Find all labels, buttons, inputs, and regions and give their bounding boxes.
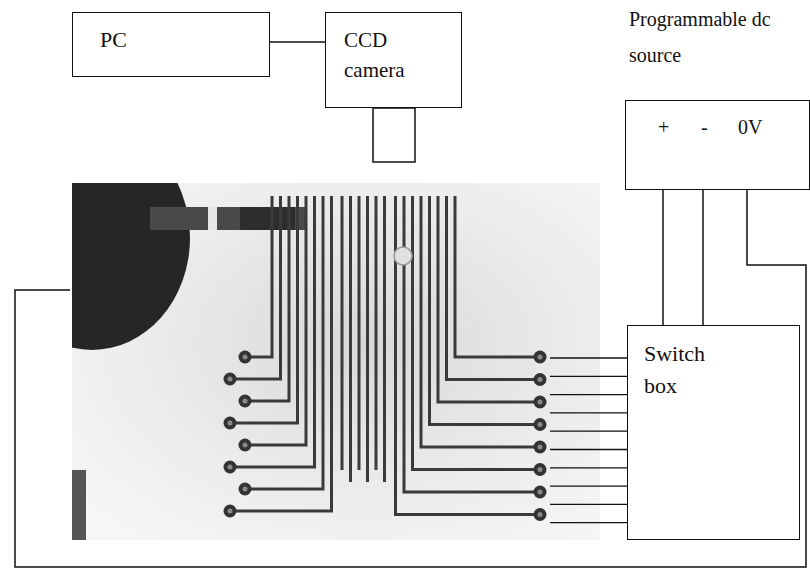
computer-box: PC bbox=[72, 12, 270, 77]
electrode-trace bbox=[366, 196, 369, 482]
electrode-trace bbox=[421, 196, 540, 447]
electrode-trace bbox=[245, 196, 289, 401]
electrode-pad bbox=[224, 461, 237, 474]
pad-wire bbox=[550, 394, 627, 395]
pad-center bbox=[538, 422, 543, 427]
electrode-pad bbox=[534, 508, 547, 521]
pad-center bbox=[243, 399, 248, 404]
electrode-pad bbox=[224, 505, 237, 518]
electrode-pad bbox=[239, 483, 252, 496]
dc-source-box: Programmable dc source+-0V bbox=[625, 100, 810, 190]
terminal-label: + bbox=[658, 115, 669, 139]
wire-connector bbox=[662, 190, 664, 325]
pad-center bbox=[538, 490, 543, 495]
pad-center bbox=[228, 465, 233, 470]
electrode-pad bbox=[239, 395, 252, 408]
pad-center bbox=[538, 377, 543, 382]
pad-wire bbox=[550, 357, 627, 358]
electrode-trace bbox=[455, 196, 540, 357]
electrode-trace bbox=[375, 196, 378, 470]
node-label: CCD camera bbox=[344, 25, 428, 86]
electrode-trace bbox=[413, 196, 541, 470]
electrode-pad bbox=[534, 441, 547, 454]
electrode-trace bbox=[404, 196, 540, 492]
electrode-trace bbox=[447, 196, 541, 380]
electrode-trace bbox=[349, 196, 352, 482]
pad-center bbox=[243, 355, 248, 360]
pad-wire bbox=[550, 376, 627, 377]
ground-wire bbox=[15, 162, 806, 567]
electrode-trace bbox=[396, 196, 541, 515]
wire-connector bbox=[702, 190, 704, 325]
node-label: Programmable dc source bbox=[629, 1, 794, 73]
pad-wire bbox=[550, 431, 627, 432]
camera-box: CCD camera bbox=[325, 12, 462, 108]
terminal-label: 0V bbox=[738, 115, 762, 139]
electrode-pad bbox=[534, 373, 547, 386]
electrode-trace bbox=[358, 196, 361, 470]
pad-wire bbox=[550, 504, 627, 505]
pad-center bbox=[538, 512, 543, 517]
pad-center bbox=[538, 467, 543, 472]
electrode-pad bbox=[224, 417, 237, 430]
pad-wire bbox=[550, 467, 627, 468]
electrode-trace bbox=[438, 196, 540, 402]
droplet bbox=[394, 247, 412, 265]
pad-wire bbox=[550, 412, 627, 413]
pad-center bbox=[538, 355, 543, 360]
pad-wire bbox=[550, 449, 627, 450]
pad-wire bbox=[550, 485, 627, 486]
electrode-pad bbox=[224, 373, 237, 386]
pad-center bbox=[243, 487, 248, 492]
electrode-pad bbox=[534, 396, 547, 409]
electrode-trace bbox=[230, 196, 332, 511]
pad-center bbox=[538, 445, 543, 450]
pad-center bbox=[228, 509, 233, 514]
wire-connector bbox=[270, 41, 325, 43]
electrode-board bbox=[72, 183, 600, 540]
electrode-trace bbox=[245, 196, 323, 489]
pad-wire bbox=[550, 522, 627, 523]
pad-center bbox=[243, 443, 248, 448]
electrode-pad bbox=[534, 486, 547, 499]
electrode-trace bbox=[230, 196, 315, 467]
electrode-trace bbox=[245, 196, 272, 357]
electrode-pad bbox=[239, 439, 252, 452]
pad-center bbox=[228, 377, 233, 382]
node-label: Switch box bbox=[644, 338, 728, 402]
electrode-trace bbox=[230, 196, 298, 423]
electrode-trace bbox=[430, 196, 541, 425]
electrode-trace bbox=[383, 196, 386, 482]
electrode-pad bbox=[534, 463, 547, 476]
camera-lens bbox=[373, 108, 415, 162]
electrode-pad bbox=[239, 351, 252, 364]
electrode-trace bbox=[341, 196, 344, 470]
switch-box: Switch box bbox=[627, 325, 800, 540]
pad-center bbox=[538, 400, 543, 405]
electrode-pad bbox=[534, 351, 547, 364]
electrode-trace bbox=[230, 196, 281, 379]
electrode-pad bbox=[534, 418, 547, 431]
node-label: PC bbox=[100, 27, 127, 53]
terminal-label: - bbox=[701, 115, 708, 139]
pad-center bbox=[228, 421, 233, 426]
electrode-trace bbox=[245, 196, 306, 445]
